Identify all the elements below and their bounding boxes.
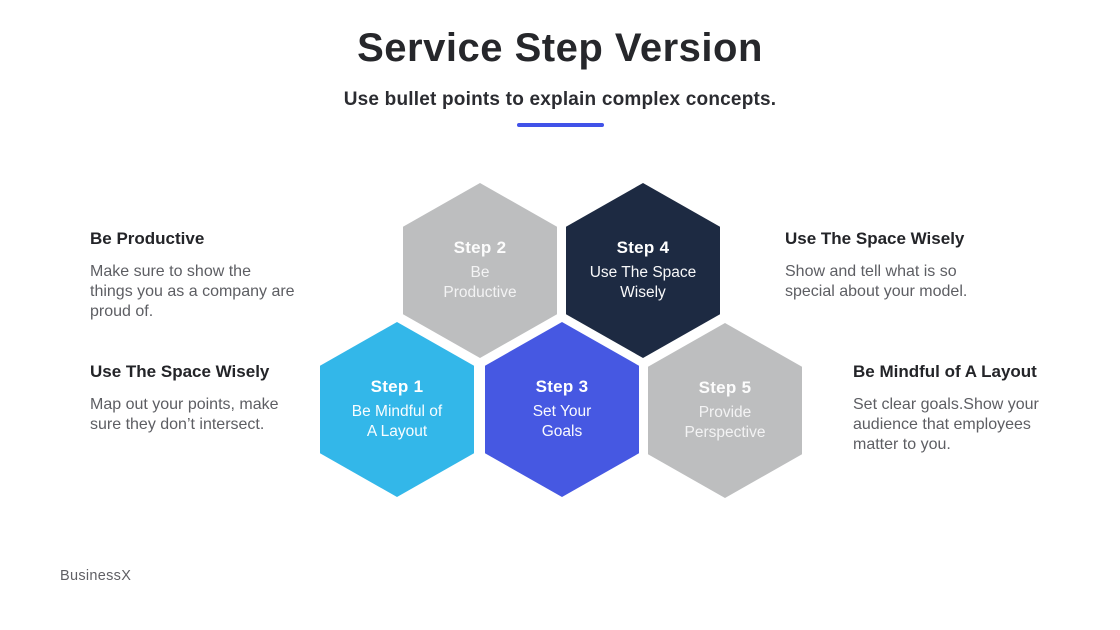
hexagon-step-3: Step 3 Set Your Goals xyxy=(485,322,639,497)
annotation-heading: Use The Space Wisely xyxy=(90,362,270,381)
step-label: Set Your Goals xyxy=(532,403,592,440)
step-number: Step 1 xyxy=(370,377,424,397)
annotation-body: Set clear goals.Show your audience that … xyxy=(853,396,1039,453)
accent-underline xyxy=(517,123,604,127)
step-number: Step 4 xyxy=(616,238,670,258)
annotation-right-bottom: Be Mindful of A Layout Set clear goals.S… xyxy=(853,361,1075,455)
slide-subtitle: Use bullet points to explain complex con… xyxy=(343,89,777,110)
step-label: Provide Perspective xyxy=(684,404,766,441)
brand-logo-text: BusinessX xyxy=(60,568,132,584)
annotation-body: Show and tell what is so special about y… xyxy=(785,263,968,300)
step-number: Step 2 xyxy=(453,238,507,258)
hexagon-step-2: Step 2 Be Productive xyxy=(403,183,557,358)
annotation-heading: Use The Space Wisely xyxy=(785,229,965,248)
annotation-body: Make sure to show the things you as a co… xyxy=(90,263,295,320)
step-label: Be Mindful of A Layout xyxy=(351,403,443,440)
hexagon-step-1: Step 1 Be Mindful of A Layout xyxy=(320,322,474,497)
hexagon-step-4: Step 4 Use The Space Wisely xyxy=(566,183,720,358)
annotation-right-top: Use The Space Wisely Show and tell what … xyxy=(785,228,997,302)
step-label: Use The Space Wisely xyxy=(589,264,697,301)
step-number: Step 5 xyxy=(698,378,752,398)
annotation-left-top: Be Productive Make sure to show the thin… xyxy=(90,228,298,322)
hexagon-step-5: Step 5 Provide Perspective xyxy=(648,323,802,498)
annotation-body: Map out your points, make sure they don’… xyxy=(90,396,279,433)
step-number: Step 3 xyxy=(535,377,589,397)
page-title: Service Step Version xyxy=(357,26,763,70)
annotation-heading: Be Productive xyxy=(90,229,205,248)
step-label: Be Productive xyxy=(443,264,517,301)
annotation-heading: Be Mindful of A Layout xyxy=(853,362,1037,381)
annotation-left-bottom: Use The Space Wisely Map out your points… xyxy=(90,361,312,435)
